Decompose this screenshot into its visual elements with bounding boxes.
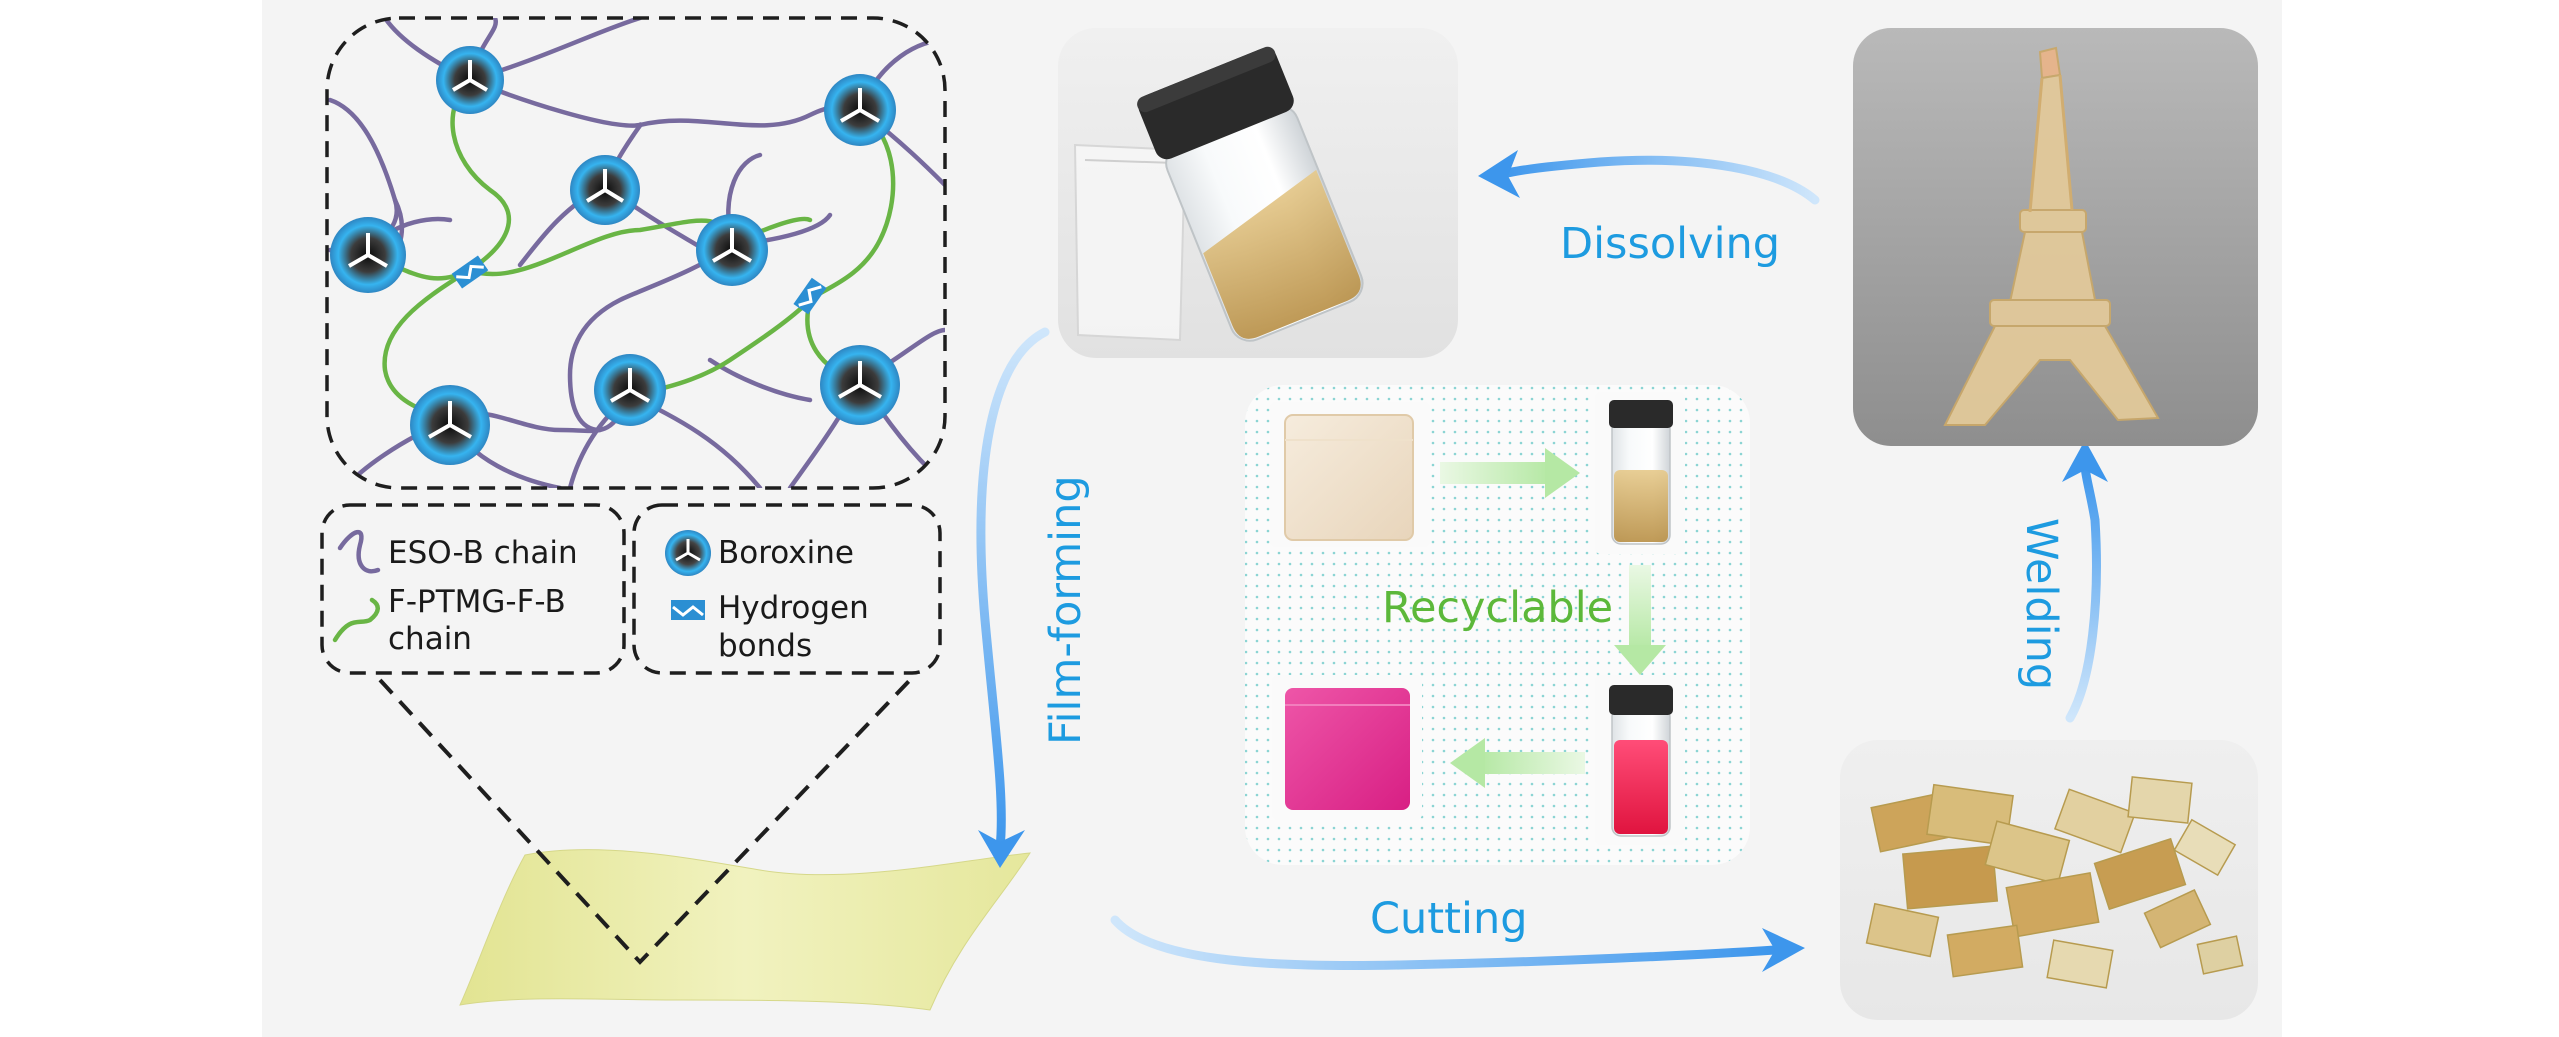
label-dissolving: Dissolving <box>1560 219 1780 269</box>
recycle-arrow-right <box>1440 448 1580 498</box>
boroxine-node-icon <box>410 385 490 465</box>
legend-ptmg-chain-line2: chain <box>388 621 472 657</box>
eso-chain-swatch <box>337 530 381 574</box>
legend-ptmg-chain-line1: F-PTMG-F-B <box>388 584 566 620</box>
boroxine-node-icon <box>820 345 900 425</box>
boroxine-node-icon <box>824 74 896 146</box>
legend-hbond-line2: bonds <box>718 628 812 664</box>
label-cutting: Cutting <box>1370 894 1528 944</box>
zoom-funnel-lines <box>378 678 912 965</box>
dissolving-arrow <box>1478 150 1820 205</box>
photo-welded-tower <box>1853 28 2258 446</box>
boroxine-node-icon <box>436 46 504 114</box>
recycle-arrow-left <box>1450 738 1585 788</box>
recycle-arrow-down <box>1614 565 1666 675</box>
polymer-network <box>325 16 947 490</box>
legend-bonds-frame <box>632 503 942 675</box>
legend-hbond-line1: Hydrogen <box>718 590 869 626</box>
photo-cut-pieces <box>1840 740 2258 1020</box>
photo-red-vial <box>1595 675 1685 845</box>
photo-pink-cube <box>1272 675 1422 820</box>
boroxine-node-icon <box>665 530 711 576</box>
legend-boroxine: Boroxine <box>718 535 854 571</box>
legend-chains-frame <box>320 503 626 675</box>
boroxine-nodes <box>330 46 900 465</box>
photo-amber-vial <box>1595 392 1685 554</box>
ptmg-chain-swatch <box>332 597 380 643</box>
boroxine-node-icon <box>594 354 666 426</box>
legend: ESO-B chain F-PTMG-F-B chain Boroxine Hy… <box>320 503 942 675</box>
cutting-arrow <box>1110 915 1805 972</box>
film-sheet <box>459 849 1031 1011</box>
label-film-forming: Film-forming <box>1041 475 1091 745</box>
label-recyclable: Recyclable <box>1382 583 1613 633</box>
boroxine-node-icon <box>570 155 640 225</box>
label-welding: Welding <box>2016 518 2066 690</box>
welding-arrow <box>2062 440 2108 723</box>
hydrogen-bond-icon <box>451 255 827 315</box>
legend-eso-chain: ESO-B chain <box>388 535 578 571</box>
boroxine-node-icon <box>330 217 406 293</box>
hydrogen-bond-icon <box>671 600 705 620</box>
film-forming-arrow <box>976 327 1050 868</box>
photo-beige-cube <box>1270 402 1430 547</box>
recyclable-panel: Recyclable <box>1245 385 1750 865</box>
boroxine-node-icon <box>696 214 768 286</box>
network-dashed-frame <box>325 16 947 490</box>
photo-dissolved-vial <box>1058 28 1458 358</box>
